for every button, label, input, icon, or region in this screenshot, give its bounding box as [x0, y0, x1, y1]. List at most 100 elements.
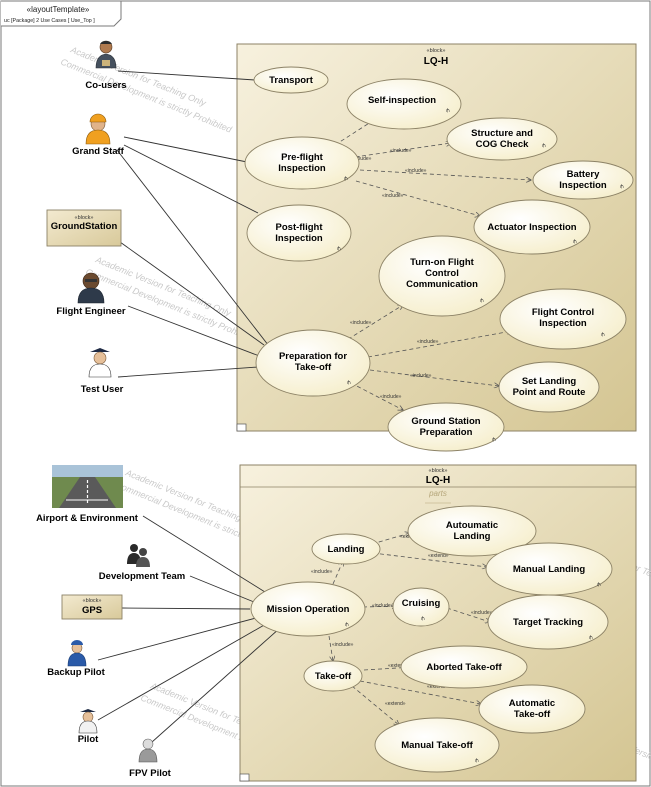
actor-backup-pilot[interactable]: Backup Pilot: [47, 640, 106, 678]
include-arrow: [355, 180, 480, 216]
actor-test-user[interactable]: Test User: [81, 348, 124, 395]
use-case-label: Inspection: [559, 180, 607, 191]
use-case-glyph-icon: ⫛: [446, 107, 450, 114]
association-line: [119, 241, 265, 346]
svg-text:Transport: Transport: [269, 75, 314, 86]
use-case-cruising[interactable]: Cruising: [392, 587, 450, 627]
actor-label: Development Team: [99, 571, 185, 582]
extend-label: «extend»: [388, 663, 409, 669]
actor-gps[interactable]: «block» GPS: [61, 594, 123, 620]
use-case-label: Target Tracking: [513, 617, 583, 628]
block-resize-handle[interactable]: [236, 423, 247, 432]
use-case-manual-takeoff[interactable]: Manual Take-off: [374, 717, 500, 773]
actor-airport-environment[interactable]: Airport & Environment: [36, 465, 139, 524]
actor-fpv-pilot[interactable]: FPV Pilot: [129, 738, 172, 779]
use-case-label: Inspection: [275, 233, 323, 244]
actor-label: GPS: [82, 605, 102, 616]
include-arrow: [350, 382, 403, 410]
association-line: [123, 144, 259, 214]
actor-pilot[interactable]: Pilot: [78, 709, 99, 745]
use-case-label: Point and Route: [513, 387, 586, 398]
include-label: «include»: [350, 156, 372, 162]
include-label: «include»: [332, 642, 354, 648]
people-group-icon: [127, 544, 150, 567]
use-case-label: Inspection: [278, 163, 326, 174]
use-case-glyph-icon: ⫛: [492, 436, 496, 443]
association-line: [142, 515, 266, 593]
use-case-takeoff[interactable]: Take-off: [303, 660, 363, 692]
use-case-self-inspection[interactable]: Self-inspection: [346, 78, 462, 130]
use-case-label: Manual Landing: [513, 564, 586, 575]
block-resize-handle[interactable]: [239, 773, 250, 782]
actor-development-team[interactable]: Development Team: [99, 544, 185, 582]
include-arrow: [328, 635, 333, 661]
watermark-line: Commercial Development is strictly Prohi…: [59, 57, 234, 135]
actor-label: Co-users: [85, 80, 126, 91]
block-name: LQ-H: [424, 56, 448, 67]
include-label: «include»: [372, 603, 394, 609]
use-case-glyph-icon: ⫛: [337, 245, 341, 252]
block-stereotype: «block»: [427, 48, 446, 54]
extend-label: «extend»: [428, 553, 449, 559]
extend-label: «extend»: [427, 684, 448, 690]
include-label: «include»: [311, 569, 333, 575]
association-line: [127, 305, 263, 358]
use-case-glyph-icon: ⫛: [601, 331, 605, 338]
include-arrow: [341, 305, 403, 344]
use-case-target-tracking[interactable]: Target Tracking: [487, 594, 609, 650]
include-arrow: [446, 607, 490, 622]
svg-text:Manual Take-off: Manual Take-off: [401, 740, 473, 751]
use-case-landing[interactable]: Landing: [311, 533, 381, 565]
person-icon: [95, 40, 117, 69]
use-case-actuator[interactable]: Actuator Inspection: [473, 199, 591, 255]
use-case-label: Actuator Inspection: [487, 222, 576, 233]
associations: [97, 70, 281, 743]
svg-text:Manual Landing: Manual Landing: [513, 564, 586, 575]
use-case-label: Control: [425, 268, 459, 279]
actor-ground-station[interactable]: «block» GroundStation: [46, 209, 122, 247]
svg-text:Cruising: Cruising: [402, 598, 441, 609]
use-case-mission-operation[interactable]: Mission Operation: [250, 581, 366, 637]
use-case-label: Landing: [328, 544, 365, 555]
actor-co-users[interactable]: Co-users: [85, 40, 127, 91]
actor-stereotype: «block»: [83, 598, 102, 604]
include-label: «include»: [471, 610, 493, 616]
person-icon: [67, 640, 87, 667]
person-icon: [138, 738, 158, 763]
association-line: [97, 617, 257, 661]
use-case-label: Inspection: [539, 318, 587, 329]
include-label: «include»: [350, 320, 372, 326]
include-arrow: [369, 369, 499, 386]
actor-grand-staff[interactable]: Grand Staff: [72, 113, 125, 157]
use-case-label: Structure and: [471, 128, 533, 139]
use-case-label: Aborted Take-off: [426, 662, 502, 673]
actor-flight-engineer[interactable]: Flight Engineer: [56, 272, 126, 317]
extend-label: «extend»: [385, 701, 406, 707]
actor-label: Backup Pilot: [47, 667, 105, 678]
use-case-label: Communication: [406, 279, 478, 290]
use-case-glyphs: ⫛ ⫛ ⫛ ⫛ ⫛ ⫛ ⫛ ⫛ ⫛ ⫛ ⫛ ⫛ ⫛ ⫛ ⫛: [337, 107, 624, 764]
use-case-manual-landing[interactable]: Manual Landing: [485, 542, 613, 596]
use-case-transport[interactable]: Transport: [253, 66, 329, 94]
use-case-label: Take-off: [295, 362, 332, 373]
extend-arrow: [372, 552, 487, 567]
use-case-aborted-takeoff[interactable]: Aborted Take-off: [400, 645, 528, 689]
use-case-label: Transport: [269, 75, 314, 86]
